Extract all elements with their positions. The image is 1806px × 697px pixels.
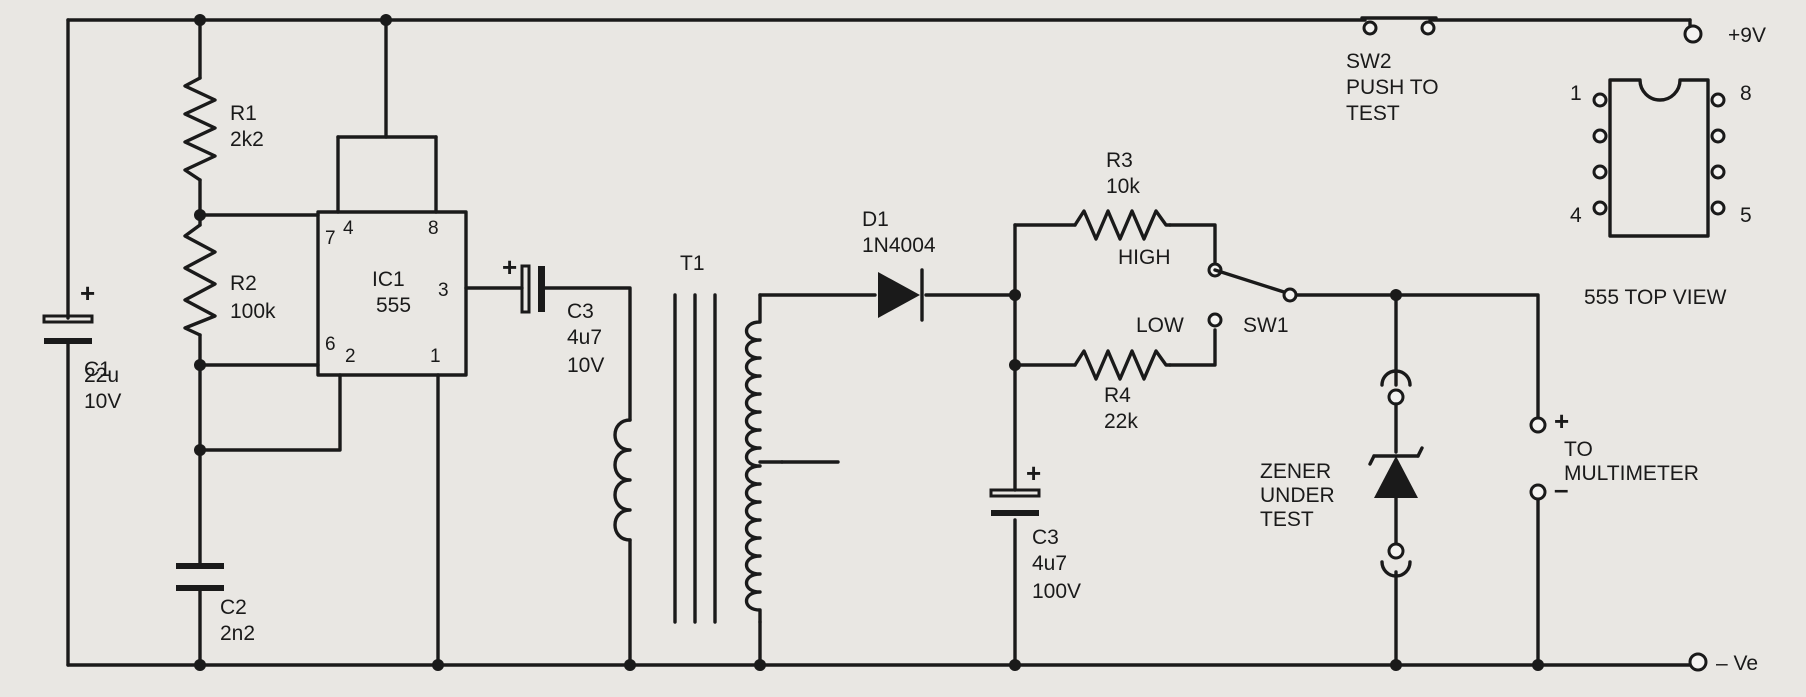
zener-line1: ZENER (1260, 460, 1331, 483)
sw2-line2: TEST (1346, 102, 1400, 125)
c3-output-value: 4u7 (1032, 552, 1067, 575)
capacitor-c1: + C1 22u 10V (42, 278, 121, 413)
c1-polarity: + (80, 278, 95, 308)
capacitor-c3-coupling: + C3 4u7 10V (502, 252, 604, 377)
c3-coupling-polarity: + (502, 252, 517, 282)
r1-value: 2k2 (230, 128, 264, 151)
sw1-low-label: LOW (1136, 314, 1184, 337)
top-view-pin-4: 4 (1570, 204, 1582, 227)
ic1-pin3: 3 (438, 280, 449, 301)
c3-coupling-ref: C3 (567, 300, 594, 323)
top-view-pin-5: 5 (1740, 204, 1752, 227)
ground-label: – Ve (1716, 652, 1758, 675)
zener-line3: TEST (1260, 508, 1314, 531)
wires (66, 18, 1692, 667)
zener-under-test: ZENER UNDER TEST (1260, 369, 1424, 578)
sw1-ref: SW1 (1243, 314, 1289, 337)
meter-minus: – (1554, 474, 1568, 504)
c3-coupling-value: 4u7 (567, 326, 602, 349)
ic-555-top-view: 1 8 4 5 555 TOP VIEW (1570, 78, 1752, 309)
top-view-pin-8: 8 (1740, 82, 1752, 105)
supply-terminals: +9V – Ve (1683, 18, 1766, 675)
capacitor-c3-output: + C3 4u7 100V (989, 458, 1081, 603)
r3-ref: R3 (1106, 149, 1133, 172)
c2-value: 2n2 (220, 622, 255, 645)
ic1-pin4: 4 (343, 218, 354, 239)
d1-ref: D1 (862, 208, 889, 231)
ic1-pin1: 1 (430, 346, 441, 367)
resistor-r3: R3 10k (1073, 149, 1172, 241)
r4-value: 22k (1104, 410, 1138, 433)
meter-plus: + (1554, 406, 1569, 436)
zener-line2: UNDER (1260, 484, 1335, 507)
sw2-ref: SW2 (1346, 50, 1392, 73)
ic1-pin6: 6 (325, 334, 336, 355)
t1-ref: T1 (680, 252, 705, 275)
c1-value: 22u (84, 364, 119, 387)
ic1-pin8: 8 (428, 218, 439, 239)
top-view-title: 555 TOP VIEW (1584, 286, 1727, 309)
sw1-high-label: HIGH (1118, 246, 1171, 269)
r2-ref: R2 (230, 272, 257, 295)
ic1-ref: IC1 (372, 268, 405, 291)
transformer-t1: T1 (613, 252, 784, 624)
resistor-r1: R1 2k2 (183, 76, 264, 182)
junction-dots (194, 14, 1544, 671)
c2-ref: C2 (220, 596, 247, 619)
capacitor-c2: C2 2n2 (176, 563, 255, 645)
r1-ref: R1 (230, 102, 257, 125)
sw2-line1: PUSH TO (1346, 76, 1439, 99)
ic1-pin7: 7 (325, 228, 336, 249)
d1-part: 1N4004 (862, 234, 936, 257)
c3-output-ref: C3 (1032, 526, 1059, 549)
c3-output-polarity: + (1026, 458, 1041, 488)
resistor-r4: R4 22k (1073, 349, 1172, 433)
resistor-r2: R2 100k (183, 223, 276, 337)
multimeter-terminals: + – TO MULTIMETER (1529, 406, 1699, 504)
supply-positive-label: +9V (1728, 24, 1766, 47)
ic1-pin2: 2 (345, 346, 356, 367)
r4-ref: R4 (1104, 384, 1131, 407)
meter-label: TO (1564, 438, 1593, 461)
meter-label2: MULTIMETER (1564, 462, 1699, 485)
switch-sw1: HIGH LOW SW1 (1118, 246, 1298, 337)
diode-d1: D1 1N4004 (862, 208, 936, 322)
switch-sw2: SW2 PUSH TO TEST (1346, 16, 1439, 125)
r2-value: 100k (230, 300, 276, 323)
ic1-part: 555 (376, 294, 411, 317)
top-view-pin-1: 1 (1570, 82, 1582, 105)
c3-coupling-voltage: 10V (567, 354, 604, 377)
c3-output-voltage: 100V (1032, 580, 1081, 603)
ic1-555: 7 4 8 3 6 2 1 IC1 555 (316, 210, 468, 377)
c1-voltage: 10V (84, 390, 121, 413)
r3-value: 10k (1106, 175, 1140, 198)
c1-ref: C1 (84, 358, 111, 381)
